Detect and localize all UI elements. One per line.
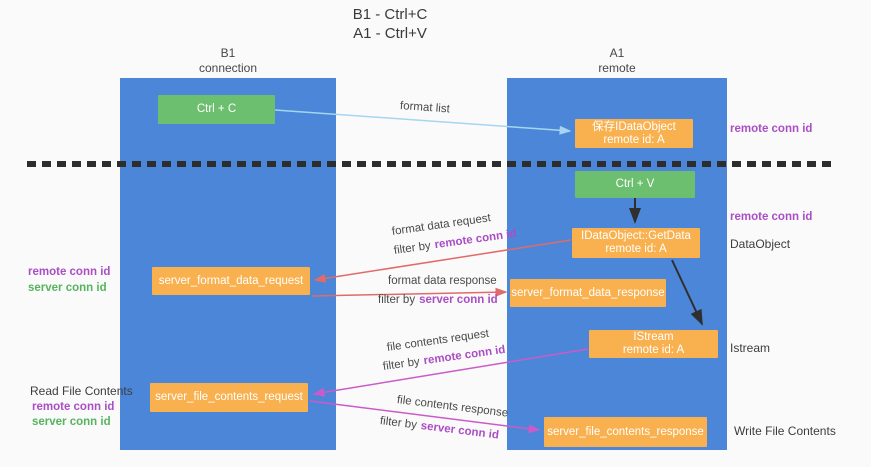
annotation-remote-conn-id-top: remote conn id — [730, 123, 813, 135]
node-ctrl-v-label: Ctrl + V — [615, 178, 655, 190]
left-column-header: B1 connection — [120, 46, 336, 76]
right-column-role: remote — [598, 61, 636, 75]
left-column-role: connection — [198, 61, 258, 75]
annotation-remote-conn-id-left2: remote conn id — [32, 401, 115, 413]
node-server-format-data-response: server_format_data_response — [510, 279, 666, 307]
annotation-server-conn-id-left2: server conn id — [32, 416, 111, 428]
node-server-format-data-request: server_format_data_request — [152, 267, 310, 295]
node-server-file-contents-response: server_file_contents_response — [544, 417, 707, 447]
node-getdata-line1: IDataObject::GetData — [581, 230, 691, 242]
title-line-1: B1 - Ctrl+C — [352, 6, 428, 23]
node-getdata-line2: remote id: A — [605, 243, 667, 255]
server-conn-id-text: server conn id — [419, 294, 498, 306]
node-ctrl-c-label: Ctrl + C — [196, 103, 237, 115]
title-line-2: A1 - Ctrl+V — [353, 25, 427, 42]
annotation-write-file-contents: Write File Contents — [734, 424, 836, 438]
filter-by-text: filter by — [393, 239, 432, 257]
left-column-name: B1 — [220, 46, 236, 60]
label-format-data-response: format data response — [388, 275, 497, 287]
server-conn-id-text: server conn id — [420, 420, 500, 442]
node-save-idataobject-line1: 保存IDataObject — [592, 120, 676, 133]
remote-conn-id-text: remote conn id — [422, 343, 507, 368]
node-save-idataobject-line2: remote id: A — [603, 133, 665, 146]
node-server-format-data-response-label: server_format_data_response — [511, 286, 665, 299]
annotation-remote-conn-id-left1: remote conn id — [28, 266, 111, 278]
label-file-contents-response: file contents response — [396, 394, 509, 420]
filter-by-text: filter by — [378, 294, 416, 306]
node-istream-line1: IStream — [633, 331, 674, 343]
dashed-separator — [27, 161, 832, 167]
diagram-title: B1 - Ctrl+C A1 - Ctrl+V — [260, 5, 520, 43]
node-server-file-contents-request-label: server_file_contents_request — [155, 391, 303, 403]
right-column-name: A1 — [609, 46, 625, 60]
node-server-format-data-request-label: server_format_data_request — [158, 274, 304, 287]
node-idataobject-getdata: IDataObject::GetData remote id: A — [572, 228, 700, 258]
label-format-list: format list — [399, 100, 451, 116]
node-save-idataobject: 保存IDataObject remote id: A — [575, 119, 693, 148]
node-ctrl-c: Ctrl + C — [158, 95, 275, 124]
node-istream-line2: remote id: A — [622, 344, 685, 356]
node-istream: IStream remote id: A — [589, 330, 718, 358]
filter-by-text: filter by — [382, 355, 421, 373]
annotation-remote-conn-id-mid: remote conn id — [730, 211, 813, 223]
filter-by-text: filter by — [379, 415, 418, 432]
node-ctrl-v: Ctrl + V — [575, 171, 695, 198]
annotation-read-file-contents: Read File Contents — [30, 384, 133, 398]
annotation-istream: Istream — [730, 341, 771, 355]
node-server-file-contents-request: server_file_contents_request — [150, 383, 308, 412]
node-server-file-contents-response-label: server_file_contents_response — [547, 425, 704, 438]
annotation-server-conn-id-left1: server conn id — [28, 282, 107, 294]
remote-conn-id-text: remote conn id — [433, 227, 518, 252]
annotation-dataobject: DataObject — [730, 237, 791, 251]
right-column-header: A1 remote — [507, 46, 727, 76]
